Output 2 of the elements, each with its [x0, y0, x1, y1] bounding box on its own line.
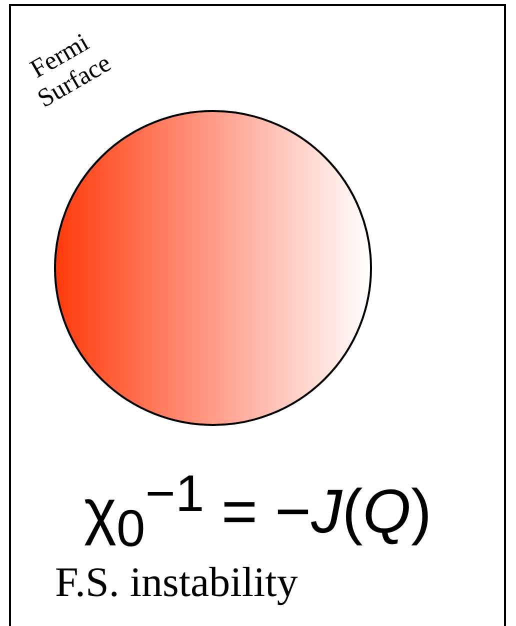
formula: χ$_{0}$$^{−1}$ = −J(Q)	[84, 468, 432, 555]
caption-text: F.S. instability	[55, 562, 298, 604]
